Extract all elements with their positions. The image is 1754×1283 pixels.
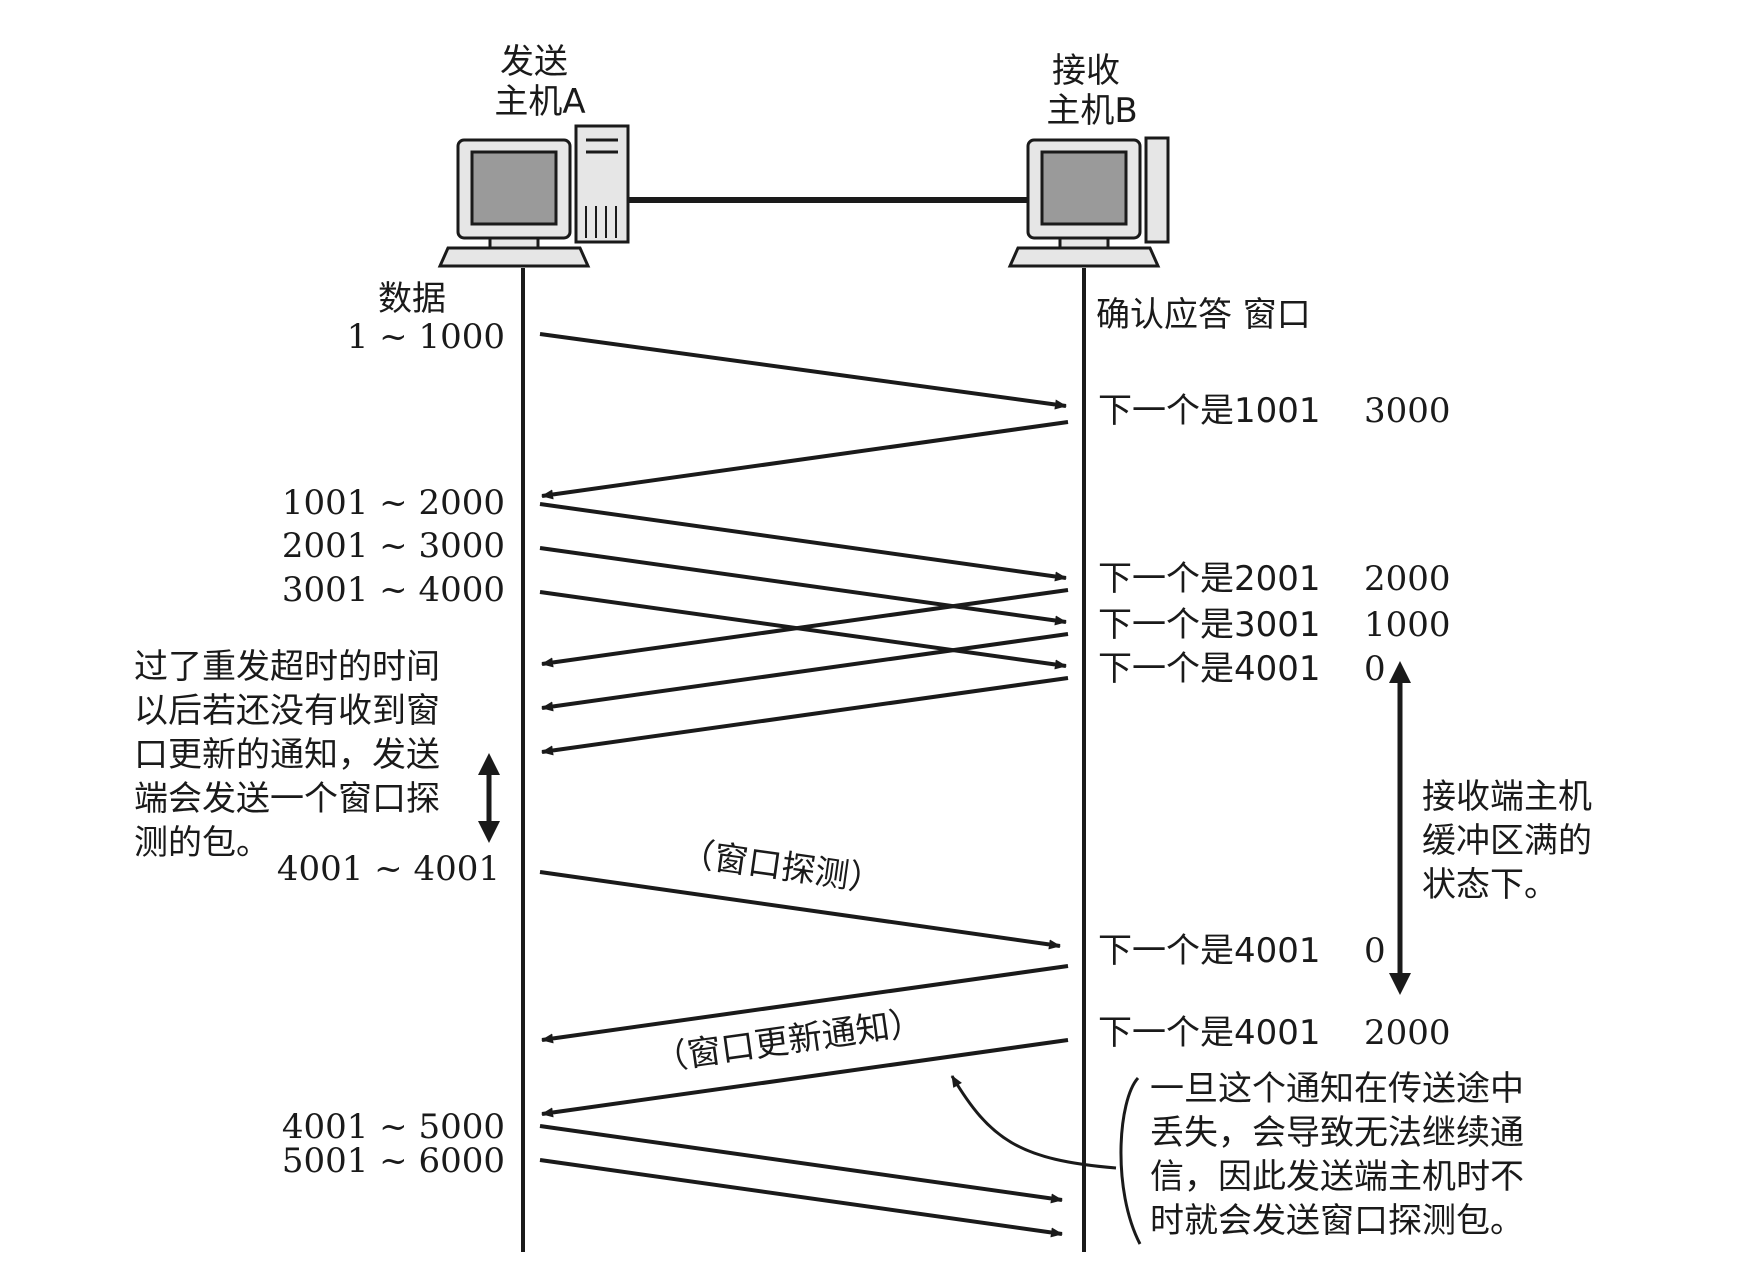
ack-window-0-b: 0 [1364, 931, 1386, 971]
sender-computer-icon [437, 124, 630, 268]
loss-note-line-3: 信，因此发送端主机时不 [1150, 1157, 1524, 1197]
window-update-label: （窗口更新通知） [651, 1002, 926, 1079]
arrow-window-probe [539, 870, 1061, 950]
data-label-5001-6000: 5001 ~ 6000 [282, 1141, 505, 1181]
data-label-3001-4000: 3001 ~ 4000 [282, 570, 505, 610]
ack-label-next-4001-b: 下一个是4001 [1098, 931, 1321, 971]
timeout-note-line-1: 过了重发超时的时间 [134, 647, 440, 687]
receiver-host-label-line1: 接收 [1052, 51, 1120, 91]
timeout-note: 过了重发超时的时间 以后若还没有收到窗 口更新的通知，发送 端会发送一个窗口探 … [134, 647, 440, 863]
arrow-data-1-1000 [539, 332, 1067, 410]
data-column-header: 数据 [378, 279, 446, 319]
loss-note-line-4: 时就会发送窗口探测包。 [1150, 1201, 1524, 1241]
arrow-ack-2001 [541, 588, 1069, 668]
ack-window-2000-final: 2000 [1364, 1013, 1451, 1053]
ack-label-next-4001-a: 下一个是4001 [1098, 649, 1321, 689]
arrow-window-update [541, 1038, 1069, 1118]
ack-label-next-1001: 下一个是1001 [1098, 391, 1321, 431]
loss-note-line-1: 一旦这个通知在传送途中 [1150, 1069, 1524, 1109]
data-label-1001-2000: 1001 ~ 2000 [282, 483, 505, 523]
timeout-note-line-4: 端会发送一个窗口探 [134, 779, 440, 819]
sender-host-label-line2: 主机A [494, 82, 585, 122]
data-label-4001-5000: 4001 ~ 5000 [282, 1107, 505, 1147]
ack-window-column-header: 确认应答 窗口 [1096, 295, 1311, 335]
ack-window-0-a: 0 [1364, 649, 1386, 689]
timeout-note-line-5: 测的包。 [134, 823, 270, 863]
arrow-ack-4001-zero [541, 676, 1069, 756]
loss-note-line-2: 丢失，会导致无法继续通 [1150, 1113, 1524, 1153]
receiver-computer-icon [1007, 136, 1170, 268]
timeout-note-line-2: 以后若还没有收到窗 [134, 691, 440, 731]
loss-note-brace [1119, 1076, 1142, 1245]
ack-window-3000: 3000 [1364, 391, 1451, 431]
ack-label-next-4001-c: 下一个是4001 [1098, 1013, 1321, 1053]
timeout-note-line-3: 口更新的通知，发送 [134, 735, 440, 775]
ack-label-next-3001: 下一个是3001 [1098, 605, 1321, 645]
sender-host-label-line1: 发送 [500, 42, 568, 82]
arrow-ack-1001 [541, 420, 1069, 500]
ack-window-1000: 1000 [1364, 605, 1451, 645]
arrow-data-2001-3000 [539, 546, 1067, 626]
arrow-ack-probe-reply [541, 964, 1069, 1044]
arrow-data-4001-5000 [539, 1124, 1063, 1204]
loss-note: 一旦这个通知在传送途中 丢失，会导致无法继续通 信，因此发送端主机时不 时就会发… [1150, 1069, 1524, 1241]
buffer-note-line-2: 缓冲区满的 [1422, 821, 1592, 861]
buffer-note-line-3: 状态下。 [1422, 865, 1558, 905]
loss-note-pointer-arrow [950, 1075, 1117, 1170]
ack-window-2000: 2000 [1364, 559, 1451, 599]
arrow-ack-3001 [541, 632, 1069, 712]
window-probe-label: （窗口探测） [678, 833, 886, 901]
ack-label-next-2001: 下一个是2001 [1098, 559, 1321, 599]
data-label-2001-3000: 2001 ~ 3000 [282, 526, 505, 566]
data-label-probe-4001: 4001 ~ 4001 [277, 849, 500, 889]
buffer-note-line-1: 接收端主机 [1422, 777, 1592, 817]
arrow-data-1001-2000 [539, 502, 1067, 582]
receiver-host-label-line2: 主机B [1046, 91, 1137, 131]
buffer-full-note: 接收端主机 缓冲区满的 状态下。 [1422, 777, 1592, 905]
data-label-1-1000: 1 ~ 1000 [347, 317, 505, 357]
arrow-data-5001-6000 [539, 1158, 1063, 1238]
